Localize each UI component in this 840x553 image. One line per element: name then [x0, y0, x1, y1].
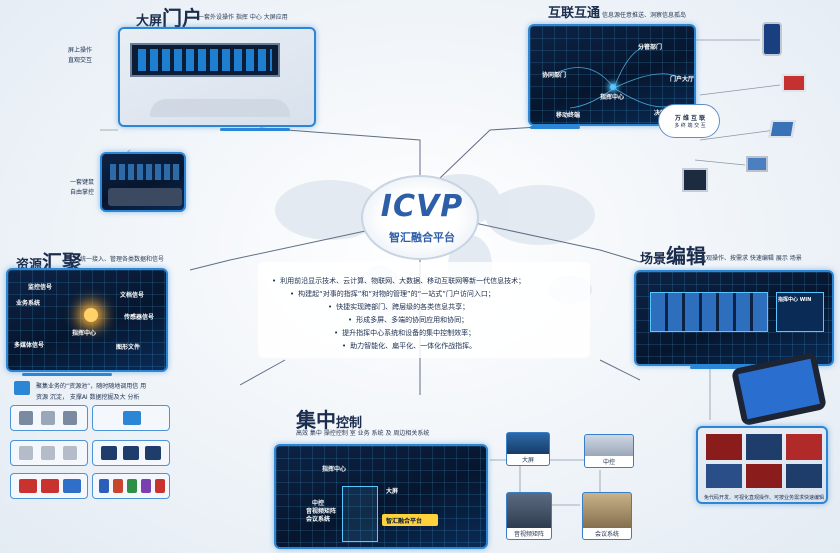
resource-node-business: 业务系统	[16, 300, 41, 307]
portal-callout-touch: 屏上操作 直观交互	[68, 47, 93, 64]
phone-device-icon	[762, 22, 782, 56]
feature-item: 助力智能化、扁平化、一体化作战指挥。	[342, 341, 476, 351]
resource-node-media: 多媒体信号	[14, 342, 45, 349]
interconnect-node-center: 指挥中心	[600, 94, 625, 101]
control-panel-item: 音视频矩阵	[306, 508, 337, 515]
portal-keyboard-image	[100, 152, 186, 212]
interconnect-node-coop: 协同部门	[542, 72, 567, 79]
desktop-device-icon	[746, 156, 768, 172]
portal-callout-keyboard: 一套键鼠 自由掌控	[70, 179, 95, 196]
control-item-screen: 大屏	[506, 432, 550, 466]
control-item-meeting: 会议系统	[582, 492, 632, 540]
camera-icon	[41, 411, 55, 425]
camera-icon	[63, 446, 77, 460]
portal-title: 大屏门户	[136, 6, 203, 30]
control-center-label: 指挥中心	[322, 466, 347, 473]
resource-node-docs: 文档信号	[120, 292, 145, 299]
pdf-icon	[155, 479, 165, 493]
control-item-matrix: 音视频矩阵	[506, 492, 552, 540]
portal-hall-image	[118, 27, 316, 127]
pc-icon	[63, 411, 77, 425]
icvp-logo: ICVP 智汇融合平台	[361, 175, 479, 260]
camera-icon	[41, 446, 55, 460]
control-panel-item: 会议系统	[306, 516, 331, 523]
onenote-icon	[141, 479, 151, 493]
control-subtitle: 高效 集中 操控控制 室 业务 系统 及 周边相关系统	[296, 430, 430, 437]
interconnect-node-branch: 分管部门	[638, 44, 663, 51]
scene-title: 场景编辑	[640, 244, 707, 268]
resource-city-image: 监控信号 业务系统 文档信号 传感器信号 多媒体信号 指挥中心 图形文件	[6, 268, 168, 372]
feature-item: 快捷实现跨部门、跨层级的各类信息共享；	[328, 302, 469, 312]
feature-item: 形成多屏、多端的协同应用和协同；	[348, 315, 468, 325]
scene-caption: 免代码开发、可视化直观操作、可按业务需求快速编辑	[704, 495, 825, 501]
resource-tile-servers	[10, 405, 88, 431]
excel-icon	[127, 479, 137, 493]
resource-node-center: 指挥中心	[72, 330, 97, 337]
app-window-icon	[19, 479, 37, 493]
resource-tile-cameras	[10, 440, 88, 466]
video-play-icon	[123, 411, 141, 425]
server-icon	[19, 411, 33, 425]
scene-screen-label: 指挥中心 WIN	[778, 297, 812, 303]
resource-subtitle: 统一接入、管理各类数据和信号	[80, 256, 165, 263]
logo-subtitle: 智汇融合平台	[389, 231, 455, 244]
feature-item: 提升指挥中心系统和设备的集中控制效率；	[334, 328, 475, 338]
control-item-central: 中控	[584, 434, 634, 468]
feature-list: 利用前沿显示技术、云计算、物联网、大数据、移动互联网等新一代信息技术； 构建起“…	[258, 262, 590, 358]
app-window-icon	[63, 479, 81, 493]
resource-tile-office	[92, 473, 170, 499]
resource-node-sensor: 传感器信号	[124, 314, 155, 321]
interconnect-node-mobile: 移动终端	[556, 112, 581, 119]
feature-item: 构建起“对事的指挥”和“对物的管理”的“一站式”门户访问入口；	[290, 289, 495, 299]
screen-icon	[145, 446, 161, 460]
resource-tile-display	[92, 405, 170, 431]
control-panel-item: 中控	[312, 500, 325, 507]
resource-pool-icon	[14, 381, 30, 395]
resource-tile-screens	[92, 440, 170, 466]
resource-node-monitor: 监控信号	[28, 284, 53, 291]
scene-screens-collage: 免代码开发、可视化直观操作、可按业务需求快速编辑	[696, 426, 828, 504]
logo-text: ICVP	[380, 189, 464, 224]
resource-tile-apps	[10, 473, 88, 499]
scene-editor-image: 指挥中心 WIN	[634, 270, 834, 366]
portal-subtitle: 一套外设操作 指挥 中心 大屏应用	[198, 14, 288, 21]
word-icon	[99, 479, 109, 493]
control-title: 集中控制	[296, 408, 363, 432]
interconnect-title: 互联互通	[548, 6, 601, 21]
control-platform-label: 智汇融合平台	[386, 518, 423, 525]
screen-icon	[101, 446, 117, 460]
resource-desc-2: 资源 沉淀， 支撑AI 数据挖掘及大 分析	[36, 394, 140, 401]
kiosk-device-icon	[682, 168, 708, 192]
resource-node-graphics: 图形文件	[116, 344, 141, 351]
laptop-device-icon	[768, 120, 796, 138]
interconnect-node-hall: 门户大厅	[670, 76, 695, 83]
control-room-image: 指挥中心 大屏 中控 音视频矩阵 会议系统 智汇融合平台	[274, 444, 488, 549]
interconnect-subtitle: 信息源任意推送、洞察信息孤岛	[602, 12, 687, 19]
camera-icon	[19, 446, 33, 460]
monitor-device-icon	[782, 74, 806, 92]
interconnect-cloud: 万 维 互 联 多 终 端 交 互	[658, 104, 720, 138]
app-window-icon	[41, 479, 59, 493]
scene-subtitle: 直观操作、按需求 快速编辑 展示 场景	[700, 255, 802, 262]
resource-desc-1: 聚集业务的“资源池”，随时随地调用信 用	[36, 383, 147, 390]
control-panel-item: 大屏	[386, 488, 399, 495]
screen-icon	[123, 446, 139, 460]
ppt-icon	[113, 479, 123, 493]
feature-item: 利用前沿显示技术、云计算、物联网、大数据、移动互联网等新一代信息技术；	[272, 276, 525, 286]
